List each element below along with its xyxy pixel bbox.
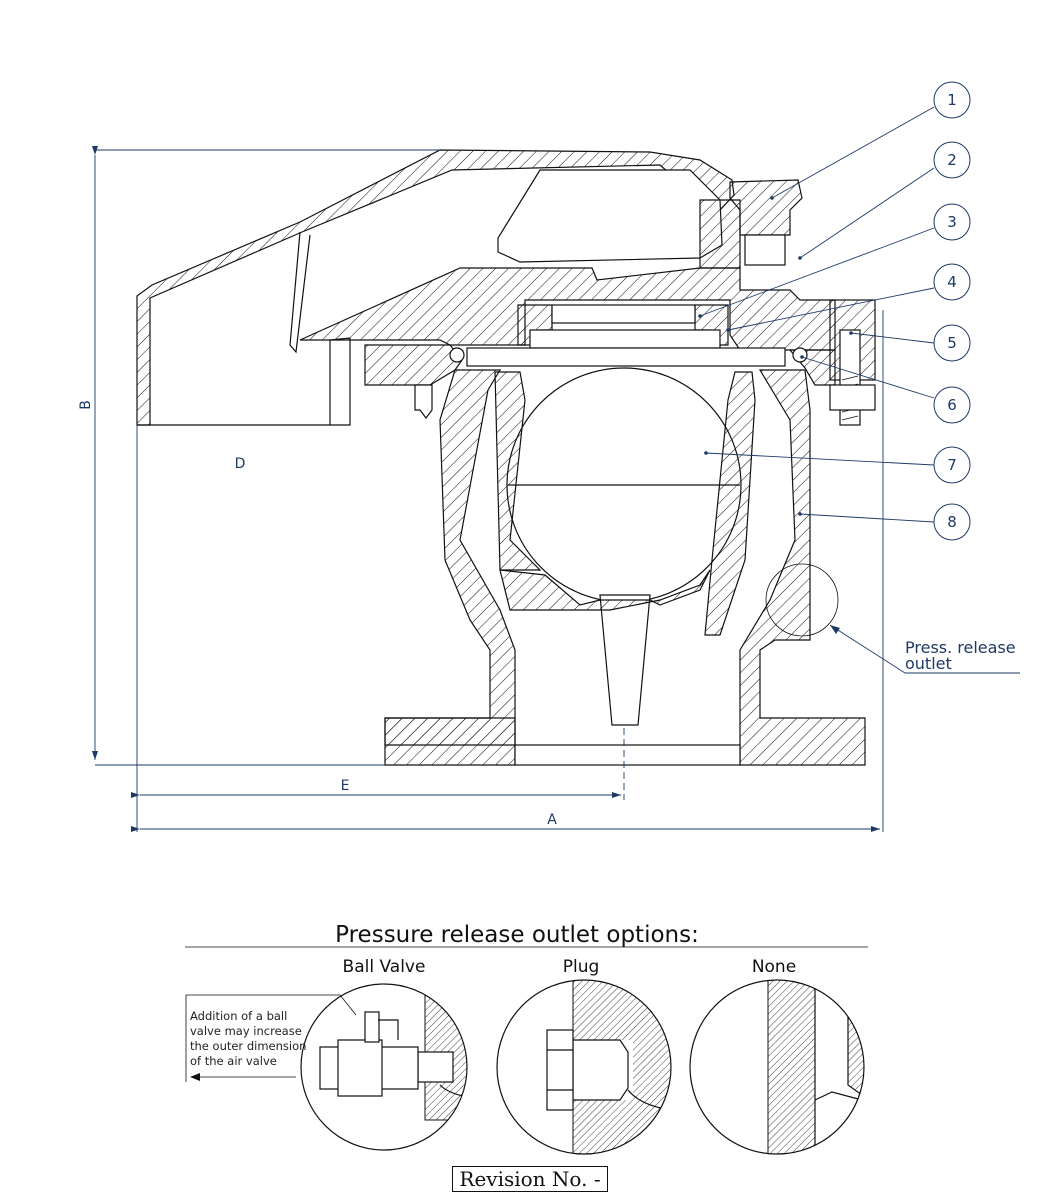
body-bottom-left-flange xyxy=(384,717,516,766)
balloon-6: 6 xyxy=(933,386,971,424)
float-cap xyxy=(497,169,723,263)
ball-valve-detail xyxy=(300,983,468,1151)
plug-detail xyxy=(496,979,672,1155)
svg-text:8: 8 xyxy=(947,513,957,531)
outlet-options-section: Pressure release outlet options: Ball Va… xyxy=(185,922,868,1155)
balloon-7: 7 xyxy=(933,446,971,484)
body-right-wall xyxy=(739,369,866,766)
svg-text:5: 5 xyxy=(947,334,957,352)
ball-valve-note-line1: Addition of a ball xyxy=(190,1009,287,1023)
plug-stem xyxy=(744,234,786,266)
seat-base xyxy=(529,329,721,349)
float-stem xyxy=(599,594,651,726)
svg-text:6: 6 xyxy=(947,396,957,414)
option-plug-label: Plug xyxy=(563,957,600,977)
ball-valve-note-line4: of the air valve xyxy=(190,1054,277,1068)
options-title: Pressure release outlet options: xyxy=(335,922,699,948)
svg-text:1: 1 xyxy=(947,91,957,109)
o-ring-plate xyxy=(466,347,786,367)
revision-box: Revision No. - xyxy=(452,1166,608,1192)
balloon-8: 8 xyxy=(933,503,971,541)
plug-item-1 xyxy=(729,179,803,236)
dim-d-label: D xyxy=(235,456,246,472)
bolt-shank xyxy=(839,329,861,426)
bottom-outlet xyxy=(514,744,741,766)
ball-valve-note-frame xyxy=(185,994,357,1016)
o-ring-right xyxy=(792,347,808,363)
dimensions: B D E A xyxy=(78,146,884,832)
balloon-5: 5 xyxy=(933,324,971,362)
balloon-3: 3 xyxy=(933,203,971,241)
valve-section-view xyxy=(136,149,876,766)
option-none-label: None xyxy=(752,957,796,977)
cage-bottom xyxy=(499,569,711,611)
hood-inner-wall xyxy=(289,231,311,354)
seat-gasket xyxy=(551,304,696,324)
svg-text:3: 3 xyxy=(947,213,957,231)
ball-valve-note-line3: the outer dimension xyxy=(190,1039,306,1053)
part-callouts: 1 2 3 4 5 6 7 8 xyxy=(698,81,1020,674)
body-item-8 xyxy=(384,369,516,746)
svg-text:4: 4 xyxy=(947,273,957,291)
option-ball-valve-label: Ball Valve xyxy=(343,957,426,977)
none-detail xyxy=(689,979,865,1155)
dim-a-label: A xyxy=(547,812,557,828)
cage-right xyxy=(704,371,756,636)
hood-lip xyxy=(329,337,351,426)
svg-text:7: 7 xyxy=(947,456,957,474)
nut-bottom xyxy=(829,384,876,411)
press-release-detail-circle xyxy=(765,563,839,637)
body-top-flange-left xyxy=(364,344,463,386)
svg-text:2: 2 xyxy=(947,151,957,169)
balloon-2: 2 xyxy=(933,141,971,179)
balloon-1: 1 xyxy=(933,81,971,119)
ball-valve-note-line2: valve may increase xyxy=(190,1024,302,1038)
dim-b-label: B xyxy=(78,400,94,410)
o-ring-left xyxy=(449,347,465,363)
balloon-4: 4 xyxy=(933,263,971,301)
cover-right-boss xyxy=(699,199,741,269)
small-fitting xyxy=(414,384,433,419)
revision-label: Revision No. - xyxy=(459,1167,601,1191)
press-release-label-line1: Press. release xyxy=(905,638,1016,657)
dim-e-label: E xyxy=(341,778,350,794)
press-release-label-line2: outlet xyxy=(905,654,952,673)
